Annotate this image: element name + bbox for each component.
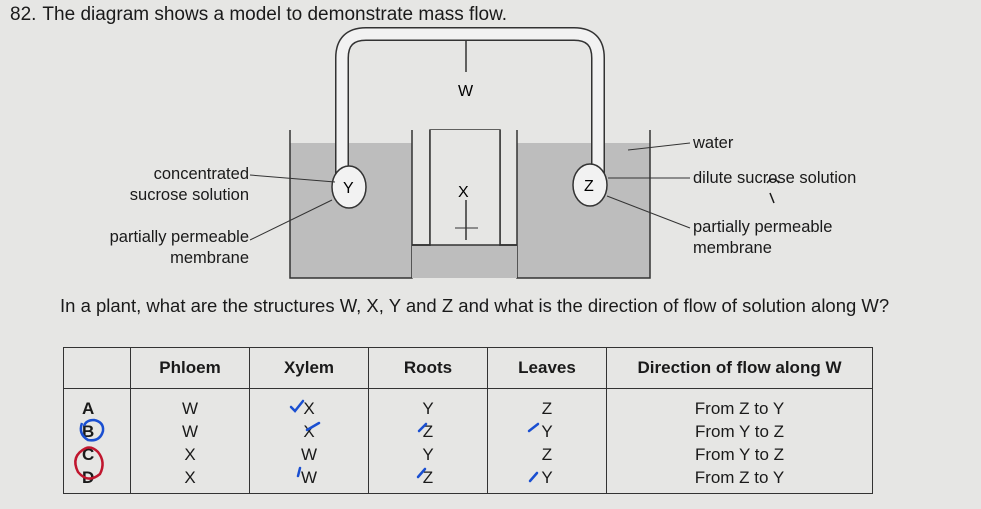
tube-w <box>335 27 605 180</box>
cell-leaves: Z <box>487 443 607 466</box>
cell-leaves: Z <box>487 388 607 420</box>
label-left-membrane: partially permeable membrane <box>109 228 249 267</box>
question-heading: 82.The diagram shows a model to demonstr… <box>10 4 507 26</box>
header-phloem: Phloem <box>130 347 250 389</box>
left-container <box>289 130 413 279</box>
table-row-c[interactable]: C X W Y Z From Y to Z <box>63 443 873 466</box>
cell-xylem: X <box>249 388 369 420</box>
label-x: X <box>458 184 469 201</box>
table-row-d[interactable]: D X W Z Y From Z to Y <box>63 466 873 494</box>
cell-roots: Y <box>368 443 488 466</box>
option-letter[interactable]: C <box>63 443 131 466</box>
header-option <box>63 347 131 389</box>
mass-flow-diagram: W X Y Z <box>249 27 691 279</box>
header-leaves: Leaves <box>487 347 607 389</box>
cell-phloem: W <box>130 388 250 420</box>
right-container <box>516 130 651 279</box>
label-w: W <box>458 83 474 100</box>
option-letter[interactable]: A <box>63 388 131 420</box>
header-xylem: Xylem <box>249 347 369 389</box>
membrane-bulb-y <box>331 165 367 209</box>
cell-roots: Z <box>368 466 488 494</box>
connecting-tube-x <box>412 129 517 278</box>
cell-xylem: W <box>249 466 369 494</box>
table-header-row: Phloem Xylem Roots Leaves Direction of f… <box>63 347 873 389</box>
cell-phloem: W <box>130 420 250 443</box>
label-right-membrane: partially permeable membrane <box>693 218 833 257</box>
label-water: water <box>693 134 734 152</box>
answer-table: Phloem Xylem Roots Leaves Direction of f… <box>63 347 873 494</box>
cell-phloem: X <box>130 443 250 466</box>
label-z: Z <box>584 178 594 195</box>
option-letter[interactable]: B <box>63 420 131 443</box>
cell-leaves: Y <box>487 420 607 443</box>
header-roots: Roots <box>368 347 488 389</box>
cell-xylem: W <box>249 443 369 466</box>
cell-roots: Z <box>368 420 488 443</box>
label-y: Y <box>343 180 354 197</box>
question-number: 82. <box>10 4 37 25</box>
cell-direction: From Z to Y <box>606 388 873 420</box>
table-row-a[interactable]: A W X Y Z From Z to Y <box>63 388 873 420</box>
cell-direction: From Y to Z <box>606 420 873 443</box>
table-row-b[interactable]: B W X Z Y From Y to Z <box>63 420 873 443</box>
cell-xylem: X <box>249 420 369 443</box>
cell-leaves: Y <box>487 466 607 494</box>
cell-phloem: X <box>130 466 250 494</box>
cell-roots: Y <box>368 388 488 420</box>
cell-direction: From Y to Z <box>606 443 873 466</box>
membrane-bulb-z <box>572 163 608 207</box>
question-title: The diagram shows a model to demonstrate… <box>42 4 508 25</box>
header-direction: Direction of flow along W <box>606 347 873 389</box>
label-concentrated: concentrated sucrose solution <box>129 165 249 204</box>
cell-direction: From Z to Y <box>606 466 873 494</box>
question-prompt: In a plant, what are the structures W, X… <box>60 295 890 316</box>
option-letter[interactable]: D <box>63 466 131 494</box>
label-dilute: dilute sucrose solution <box>693 169 857 187</box>
